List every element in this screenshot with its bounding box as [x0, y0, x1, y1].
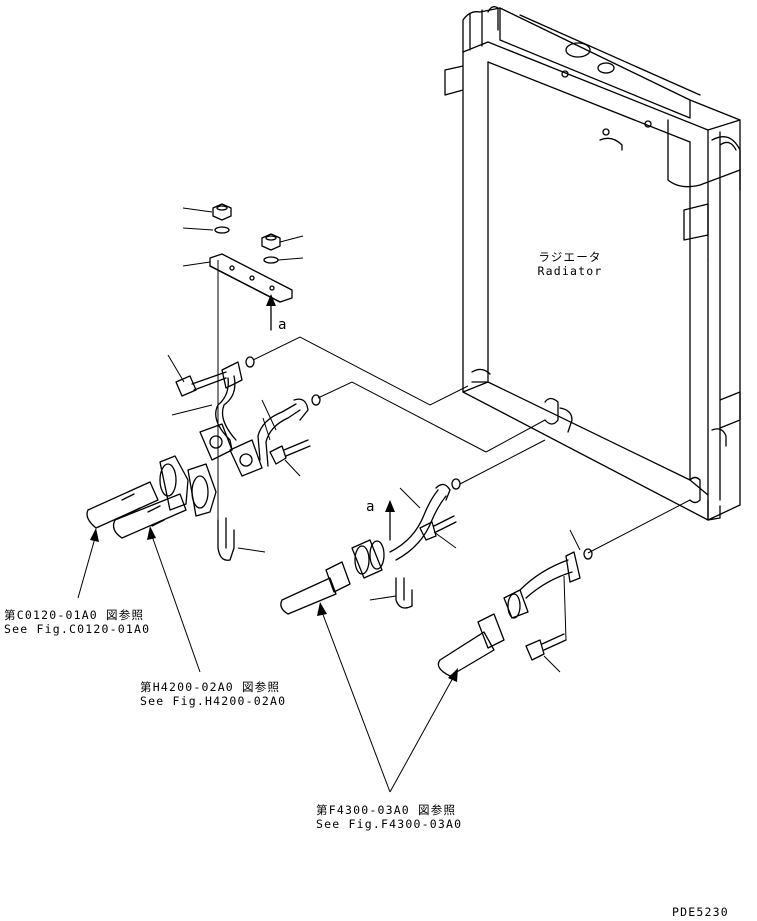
reference-h4200-jp: 第H4200-02A0 図参照	[140, 680, 281, 694]
middle-pipe-group	[280, 478, 461, 615]
reference-c0120: 第C0120-01A0 図参照 See Fig.C0120-01A0	[4, 608, 150, 636]
radiator-assembly	[444, 6, 741, 521]
view-marker-lower: a	[366, 499, 376, 515]
drawing-code: PDE5230	[672, 905, 729, 919]
view-marker-upper: a	[278, 317, 288, 333]
reference-leaders	[77, 526, 458, 793]
radiator-label-en: Radiator	[537, 264, 603, 278]
reference-f4300: 第F4300-03A0 図参照 See Fig.F4300-03A0	[316, 803, 462, 831]
radiator-label-jp: ラジエータ	[538, 250, 602, 264]
reference-c0120-en: See Fig.C0120-01A0	[4, 622, 151, 636]
radiator-label: ラジエータ Radiator	[520, 250, 620, 278]
alignment-lines	[217, 260, 691, 554]
reference-h4200-en: See Fig.H4200-02A0	[140, 694, 287, 708]
reference-f4300-jp: 第F4300-03A0 図参照	[316, 803, 457, 817]
reference-f4300-en: See Fig.F4300-03A0	[316, 817, 463, 831]
right-pipe-group	[437, 529, 593, 677]
mounting-plate-group	[182, 203, 304, 331]
reference-c0120-jp: 第C0120-01A0 図参照	[4, 608, 145, 622]
reference-h4200: 第H4200-02A0 図参照 See Fig.H4200-02A0	[140, 680, 286, 708]
left-pipe-group	[86, 354, 321, 561]
